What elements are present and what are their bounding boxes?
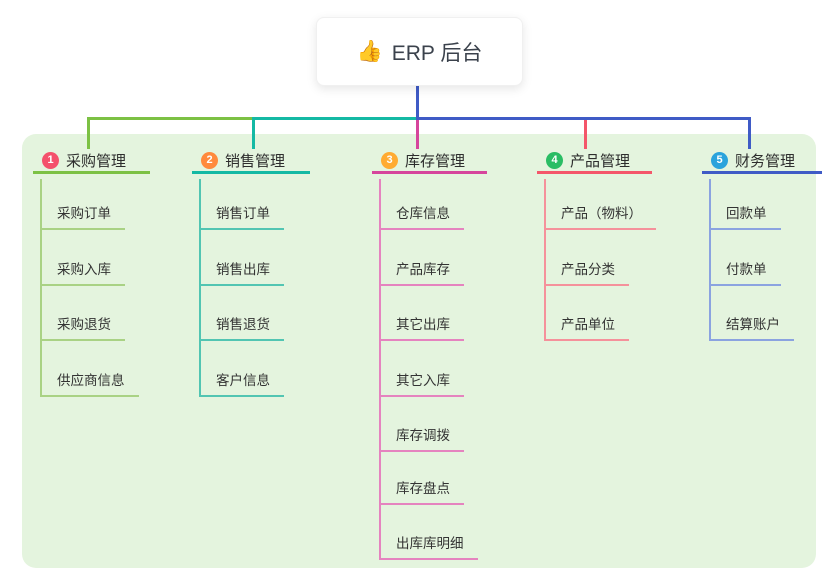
branch-child-rail-4 [544,179,546,341]
branch-child-rail-1 [40,179,42,397]
mindmap-child-node[interactable]: 供应商信息 [40,371,139,397]
branch-header-5[interactable]: 5 财务管理 [702,150,822,174]
mindmap-child-node[interactable]: 其它入库 [379,371,464,397]
branch-title: 采购管理 [66,153,127,170]
branch-title: 库存管理 [405,153,466,170]
mindmap-child-node[interactable]: 仓库信息 [379,204,464,230]
branch-number-badge: 4 [546,152,563,169]
mindmap-child-node[interactable]: 出库库明细 [379,534,478,560]
mindmap-child-node[interactable]: 销售出库 [199,260,284,286]
mindmap-child-node[interactable]: 回款单 [709,204,781,230]
mindmap-child-node[interactable]: 产品库存 [379,260,464,286]
mindmap-child-node[interactable]: 库存盘点 [379,479,464,505]
mindmap-child-node[interactable]: 客户信息 [199,371,284,397]
branches-panel [22,134,816,568]
branch-number-badge: 2 [201,152,218,169]
branch-number-badge: 5 [711,152,728,169]
root-node-label: ERP 后台 [391,41,483,65]
branch-child-rail-5 [709,179,711,341]
mindmap-child-node[interactable]: 销售退货 [199,315,284,341]
connector-leg-branch-2 [252,117,255,149]
mindmap-child-node[interactable]: 销售订单 [199,204,284,230]
mindmap-child-node[interactable]: 其它出库 [379,315,464,341]
mindmap-child-node[interactable]: 库存调拨 [379,426,464,452]
branch-header-1[interactable]: 1 采购管理 [33,150,150,174]
connector-bus-mid [252,117,419,120]
connector-root-stem [416,84,419,120]
mindmap-child-node[interactable]: 采购退货 [40,315,125,341]
branch-child-rail-2 [199,179,201,397]
connector-leg-branch-1 [87,117,90,149]
mindmap-child-node[interactable]: 付款单 [709,260,781,286]
branch-header-3[interactable]: 3 库存管理 [372,150,487,174]
root-node[interactable]: 👍 ERP 后台 [316,17,523,86]
branch-header-4[interactable]: 4 产品管理 [537,150,652,174]
branch-number-badge: 3 [381,152,398,169]
branch-title: 财务管理 [735,153,796,170]
mindmap-child-node[interactable]: 采购入库 [40,260,125,286]
mindmap-child-node[interactable]: 结算账户 [709,315,794,341]
connector-leg-branch-5 [748,117,751,149]
thumbs-up-icon: 👍 [356,40,383,63]
mindmap-child-node[interactable]: 采购订单 [40,204,125,230]
connector-bus-left [87,117,255,120]
connector-leg-branch-3 [416,120,419,149]
mindmap-child-node[interactable]: 产品（物料） [544,204,656,230]
branch-number-badge: 1 [42,152,59,169]
connector-leg-branch-4 [584,120,587,149]
mindmap-child-node[interactable]: 产品单位 [544,315,629,341]
branch-title: 产品管理 [570,153,631,170]
branch-child-rail-3 [379,179,381,560]
mindmap-child-node[interactable]: 产品分类 [544,260,629,286]
branch-title: 销售管理 [225,153,286,170]
connector-bus-right [416,117,751,120]
branch-header-2[interactable]: 2 销售管理 [192,150,310,174]
